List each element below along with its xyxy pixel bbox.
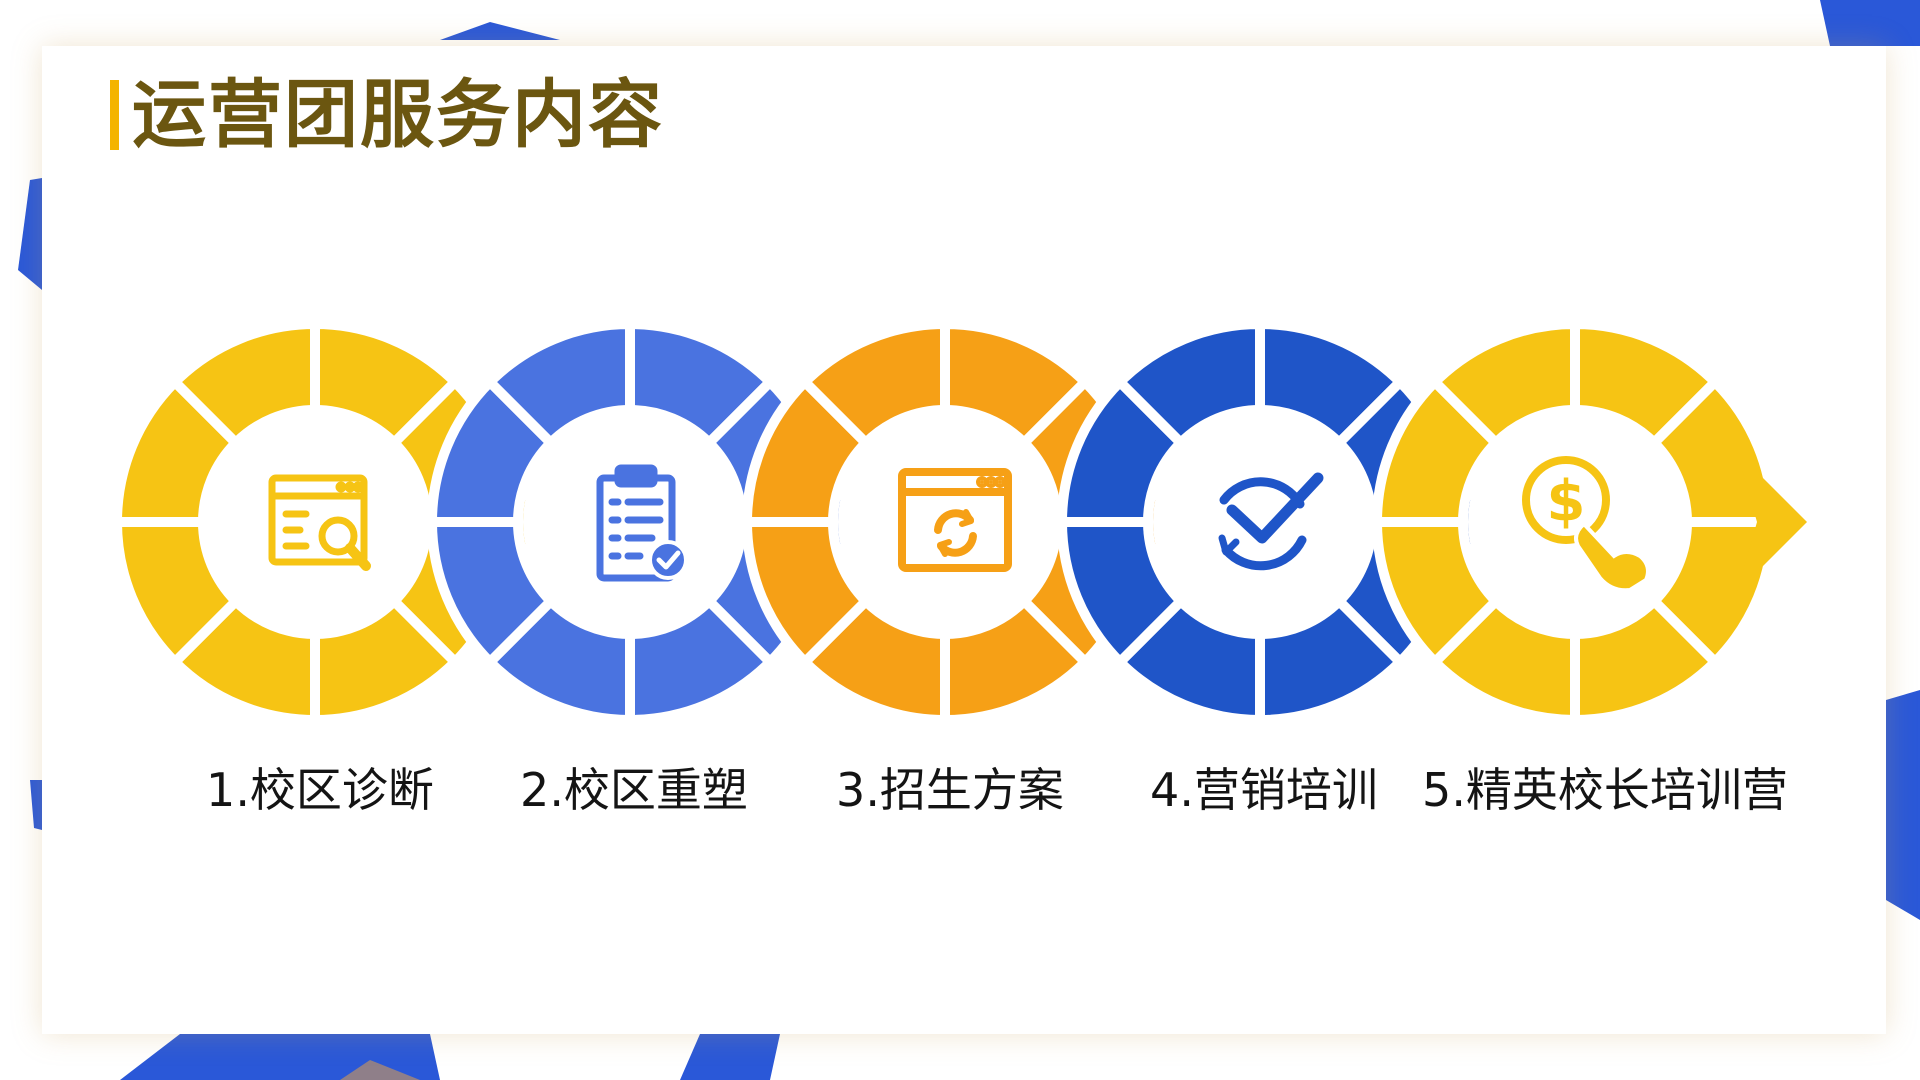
step-ring-5	[1371, 318, 1807, 726]
ring-arrow	[1737, 452, 1807, 592]
browser-refresh-icon	[898, 468, 1012, 572]
bg-shape	[1820, 0, 1920, 46]
ring-segment	[167, 318, 320, 450]
svg-text:$: $	[1547, 469, 1586, 534]
browser-search-icon	[268, 474, 371, 571]
ring-segment	[1427, 318, 1580, 450]
dollar-hand-icon: $	[1522, 456, 1650, 593]
bg-shape	[1886, 690, 1920, 920]
bg-shape	[340, 1060, 420, 1080]
bg-shape	[680, 1034, 780, 1080]
step-label-1: 1.校区诊断	[206, 763, 434, 817]
ring-segment	[797, 318, 950, 450]
step-label-2: 2.校区重塑	[520, 763, 748, 817]
clipboard-check-icon	[596, 464, 688, 582]
step-label-4: 4.营销培训	[1150, 763, 1378, 817]
refresh-check-icon	[1218, 472, 1324, 571]
ring-center	[208, 415, 422, 629]
ring-center	[1153, 415, 1367, 629]
title-accent-bar	[110, 80, 119, 150]
bg-shape	[18, 178, 42, 290]
page-title: 运营团服务内容	[132, 72, 664, 158]
step-label-3: 3.招生方案	[836, 763, 1064, 817]
ring-segment	[1112, 318, 1265, 450]
ring-segment	[482, 318, 635, 450]
step-label-5: 5.精英校长培训营	[1422, 763, 1788, 817]
bg-shape	[30, 780, 42, 830]
bg-shape	[440, 22, 560, 40]
